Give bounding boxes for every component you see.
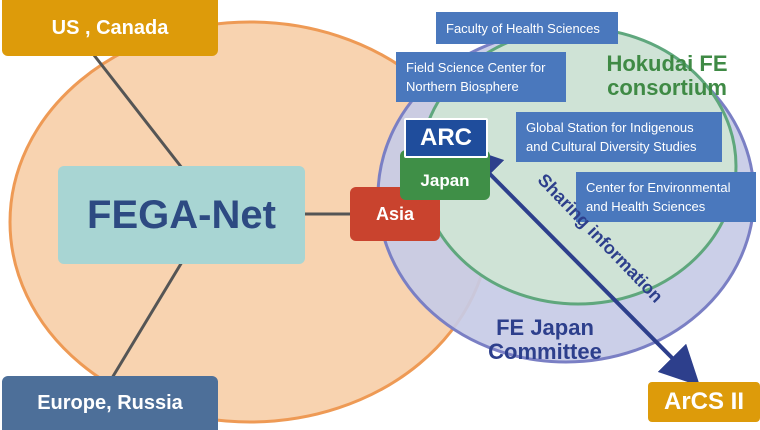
arcs-ii-box: ArCS II [648, 382, 760, 422]
japan-box: Japan [400, 150, 490, 200]
fega-net-box: FEGA-Net [58, 166, 305, 264]
hokudai-title-line1: Hokudai FE [606, 51, 728, 76]
sharing-arrow [461, 145, 701, 387]
member-global-station: Global Station for Indigenous and Cultur… [516, 112, 722, 162]
connector-europe-russia [110, 261, 184, 379]
member-field-science-center: Field Science Center for Northern Biosph… [396, 52, 566, 102]
region-asia: Asia [350, 187, 440, 241]
region-europe-russia: Europe, Russia [2, 376, 218, 430]
member-faculty-health-sciences: Faculty of Health Sciences [436, 12, 618, 44]
arc-box: ARC [404, 118, 488, 158]
fe-japan-line1: FE Japan [496, 315, 594, 340]
fe-japan-line2: Committee [488, 339, 602, 364]
member-center-environmental-health: Center for Environmental and Health Scie… [576, 172, 756, 222]
connector-us-canada [88, 49, 184, 169]
region-us-canada: US , Canada [2, 0, 218, 56]
hokudai-title-line2: consortium [607, 75, 727, 100]
hokudai-consortium-title: Hokudai FE consortium [584, 52, 750, 100]
fe-japan-committee-title: FE Japan Committee [468, 316, 622, 364]
